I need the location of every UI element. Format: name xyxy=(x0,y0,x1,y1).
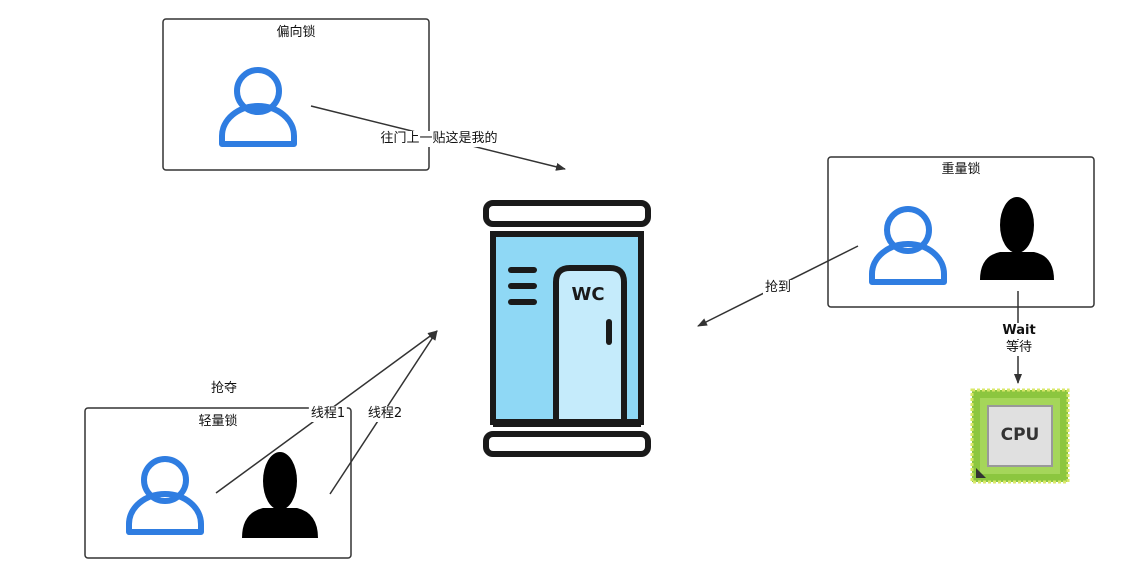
user-filled-icon xyxy=(980,197,1054,280)
edge-label-thread1: 线程1 xyxy=(308,406,348,422)
user-outline-icon xyxy=(869,206,947,285)
edge-label-thread2: 线程2 xyxy=(365,406,405,422)
wc-icon xyxy=(483,200,651,457)
user-outline-icon xyxy=(219,67,297,147)
user-filled-icon xyxy=(242,452,318,538)
cpu-label: CPU xyxy=(1000,425,1040,445)
edge-label-heavy: 抢到 xyxy=(762,280,794,296)
edge-label-wait: Wait xyxy=(1000,323,1038,339)
cpu-icon xyxy=(970,388,1070,484)
wc-sign: WC xyxy=(571,284,605,305)
light-lock-above-label: 抢夺 xyxy=(210,381,238,396)
biased-lock-title: 偏向锁 xyxy=(276,25,316,40)
user-outline-icon xyxy=(126,456,204,535)
light-lock-box xyxy=(84,407,352,559)
edge-label-biased: 往门上一贴这是我的 xyxy=(378,131,500,147)
edge-label-wait-zh: 等待 xyxy=(1003,340,1035,356)
light-lock-title: 轻量锁 xyxy=(198,414,238,429)
heavy-lock-box xyxy=(827,156,1095,308)
biased-lock-box xyxy=(162,18,430,171)
heavy-lock-title: 重量锁 xyxy=(941,162,981,177)
